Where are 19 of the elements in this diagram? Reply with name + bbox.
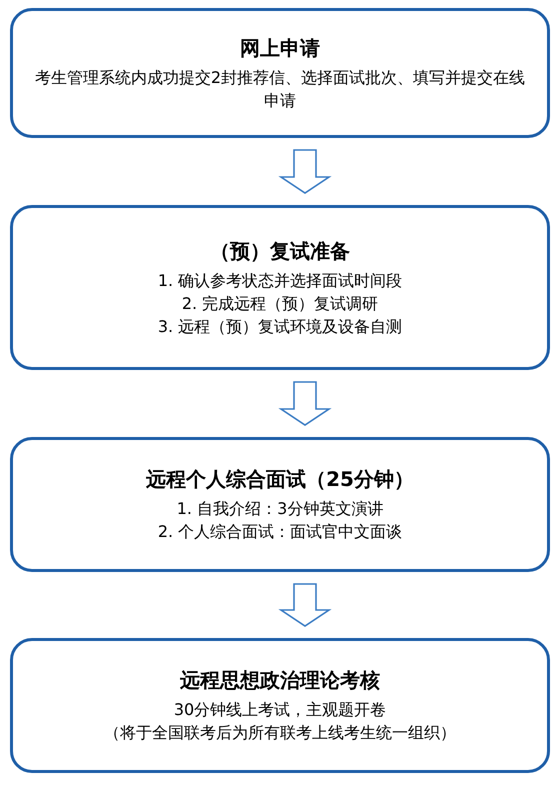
box-title: 网上申请	[240, 34, 320, 62]
box-text: 2. 个人综合面试：面试官中文面谈	[158, 521, 402, 543]
process-box	[10, 8, 550, 138]
box-text: 3. 远程（预）复试环境及设备自测	[158, 316, 402, 338]
box-text: 考生管理系统内成功提交2封推荐信、选择面试批次、填写并提交在线申请	[34, 66, 526, 112]
process-box	[10, 638, 550, 773]
box-text: 1. 自我介绍：3分钟英文演讲	[176, 498, 384, 520]
box-title: （预）复试准备	[210, 238, 350, 264]
box-title: 远程个人综合面试（25分钟）	[146, 466, 414, 493]
box-text: 2. 完成远程（预）复试调研	[182, 292, 378, 314]
box-text: （将于全国联考后为所有联考上线考生统一组织）	[104, 722, 456, 744]
box-title: 远程思想政治理论考核	[180, 667, 380, 694]
box-text: 1. 确认参考状态并选择面试时间段	[158, 270, 402, 292]
block-arrow	[278, 583, 332, 627]
box-text: 30分钟线上考试，主观题开卷	[174, 699, 386, 721]
process-box	[10, 437, 550, 572]
process-box	[10, 205, 550, 370]
block-arrow	[278, 149, 332, 194]
block-arrow	[278, 381, 332, 426]
